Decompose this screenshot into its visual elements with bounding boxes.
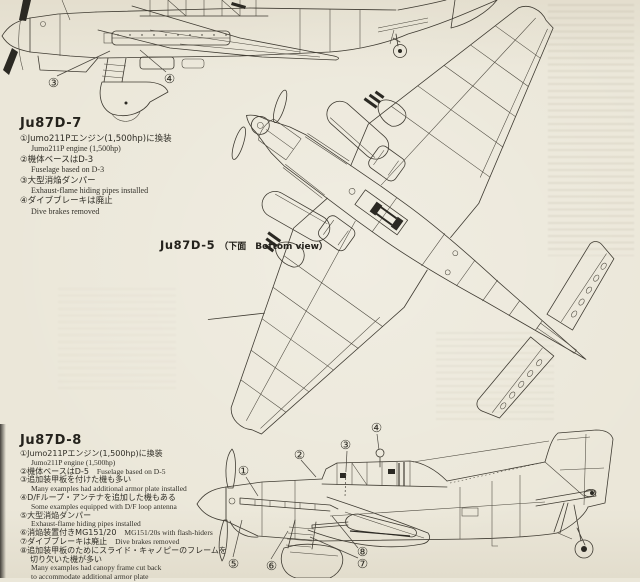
callout-1-bottom: ① (237, 463, 250, 478)
ju87d5-caption: Ju87D-5（下面 Bottom view） (160, 234, 328, 253)
page-bleed-through-left (58, 288, 176, 392)
annotation-line-en: Some examples equipped with D/F loop ant… (31, 501, 177, 511)
annotation-line-jp: ③大型消焔ダンパー (20, 175, 96, 186)
ju87d7-title: Ju87D-7 (20, 116, 82, 131)
callout-5-bottom: ⑤ (227, 556, 240, 571)
callout-6-bottom: ⑥ (265, 558, 278, 573)
annotation-line-en: Dive brakes removed (31, 206, 100, 216)
annotation-line-jp: ⑧追加装甲板のためにスライド・キャノピーのフレームを (20, 545, 227, 555)
annotation-line-en: Many examples had canopy frame cut back (31, 563, 162, 573)
annotation-line-jp: 切り欠いた機が多い (30, 554, 102, 564)
callout-2-bottom: ② (293, 447, 306, 462)
annotation-line-en: Fuselage based on D-3 (31, 165, 105, 175)
annotation-line-jp: ①Jumo211Pエンジン(1,500hp)に換装 (20, 449, 163, 458)
annotation-line-jp: ②機体ベースはD-3 (20, 154, 94, 165)
annotation-line-en: Exhaust-flame hiding pipes installed (31, 186, 149, 196)
page-bleed-through-bottom-right (436, 332, 554, 420)
scan-edge-shadow (0, 424, 6, 578)
callout-3-bottom: ③ (339, 437, 352, 452)
callout-3-top: ③ (47, 75, 60, 90)
ju87d8-title: Ju87D-8 (20, 433, 82, 448)
annotation-line-jp: ⑤大型消焔ダンパー (20, 510, 92, 520)
page-bleed-through-right (548, 4, 634, 256)
callout-4-top: ④ (163, 71, 176, 86)
ju87d5-bottom-view-drawing (146, 6, 615, 551)
annotation-line-en: to accommodate additional armor plate (31, 572, 149, 582)
annotation-line-jp: ①Jumo211Pエンジン(1,500hp)に換装 (20, 134, 172, 144)
ju87d7-side-view-drawing (1, 0, 498, 122)
annotation-line-en: Jumo211P engine (1,500hp) (31, 457, 116, 467)
annotation-line-en: Many examples had additional armor plate… (31, 484, 187, 494)
annotation-line-en: Exhaust-flame hiding pipes installed (31, 519, 141, 529)
annotation-line-en: Jumo211P engine (1,500hp) (31, 144, 121, 154)
ju87d8-annotation-block: Ju87D-8 ①Jumo211Pエンジン(1,500hp)に換装 Jumo21… (20, 433, 227, 582)
callout-7-bottom: ⑦ (356, 556, 369, 571)
ju87d5-caption-view: （下面 Bottom view） (219, 242, 328, 252)
annotation-line-jp: ④D/Fループ・アンテナを追加した機もある (20, 492, 176, 502)
callout-8-bottom: ⑧ (356, 544, 369, 559)
annotation-line-jp: ③追加装甲板を付けた機も多い (20, 475, 132, 485)
annotation-line-jp: ④ダイブブレーキは廃止 (20, 196, 113, 207)
ju87d5-caption-model: Ju87D-5 (160, 238, 216, 252)
callout-4-bottom: ④ (370, 420, 383, 435)
ju87d8-side-view-drawing (196, 429, 614, 578)
ju87d7-annotation-block: Ju87D-7 ①Jumo211Pエンジン(1,500hp)に換装 Jumo21… (20, 116, 172, 217)
